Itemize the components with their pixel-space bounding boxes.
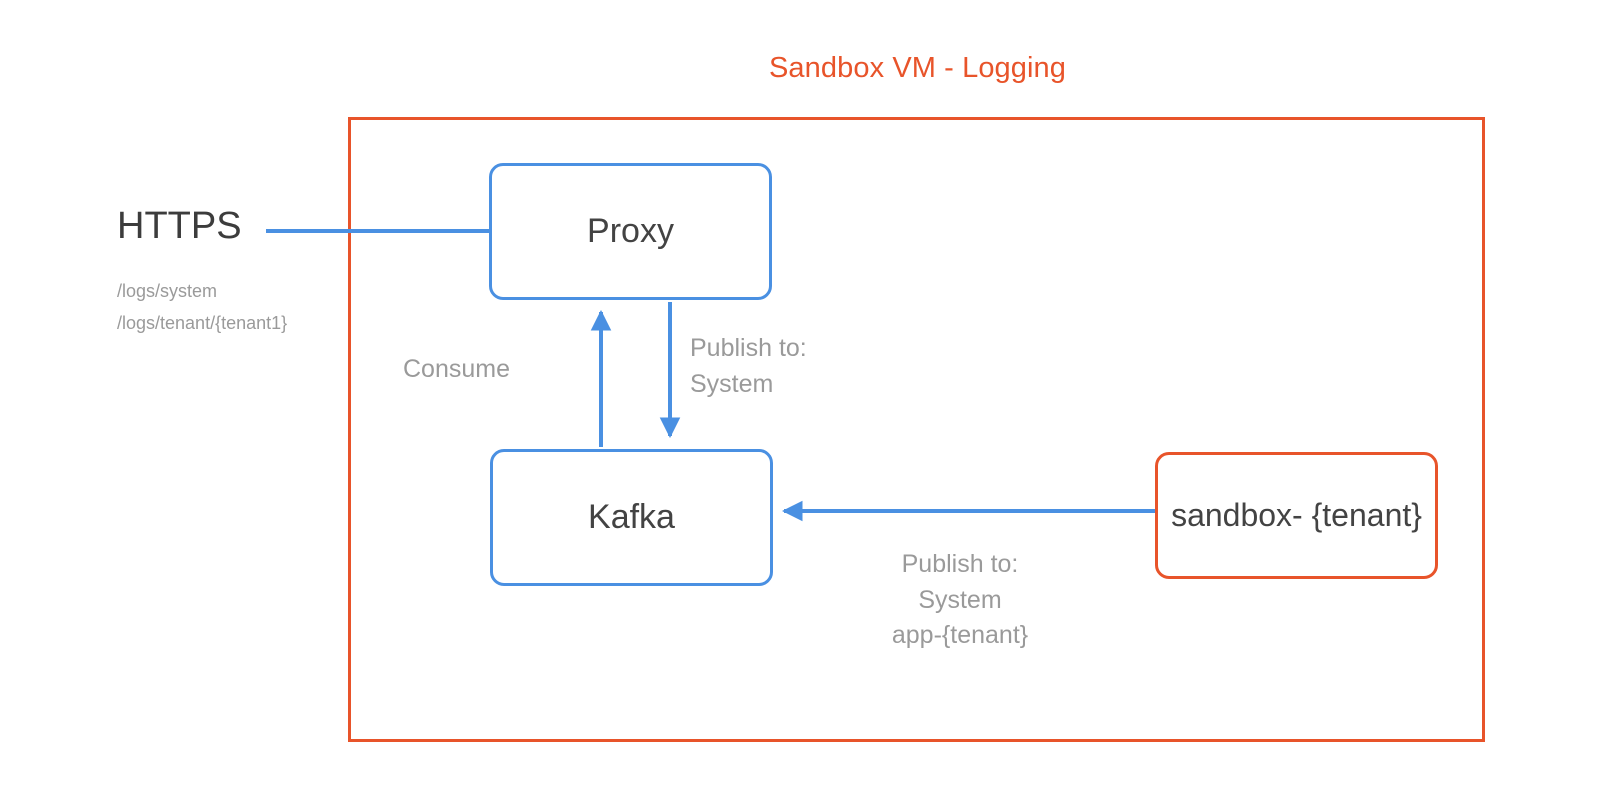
entry-path-tenant: /logs/tenant/{tenant1}: [117, 313, 288, 334]
edge-label-publish-app-tenant: Publish to: System app-{tenant}: [891, 550, 1029, 649]
sandbox-vm-container: [348, 117, 1485, 742]
node-kafka[interactable]: Kafka: [490, 449, 773, 586]
diagram-title: Sandbox VM - Logging: [768, 52, 1067, 84]
https-entry-label: HTTPS: [117, 205, 242, 247]
entry-path-list: /logs/system /logs/tenant/{tenant1}: [117, 275, 287, 339]
edge-label-publish-system: Publish to: System: [690, 334, 807, 398]
node-proxy[interactable]: Proxy: [489, 163, 772, 300]
entry-path-system: /logs/system: [117, 281, 218, 301]
node-sandbox-tenant[interactable]: sandbox- {tenant}: [1155, 452, 1438, 579]
edge-label-consume: Consume: [403, 355, 510, 383]
